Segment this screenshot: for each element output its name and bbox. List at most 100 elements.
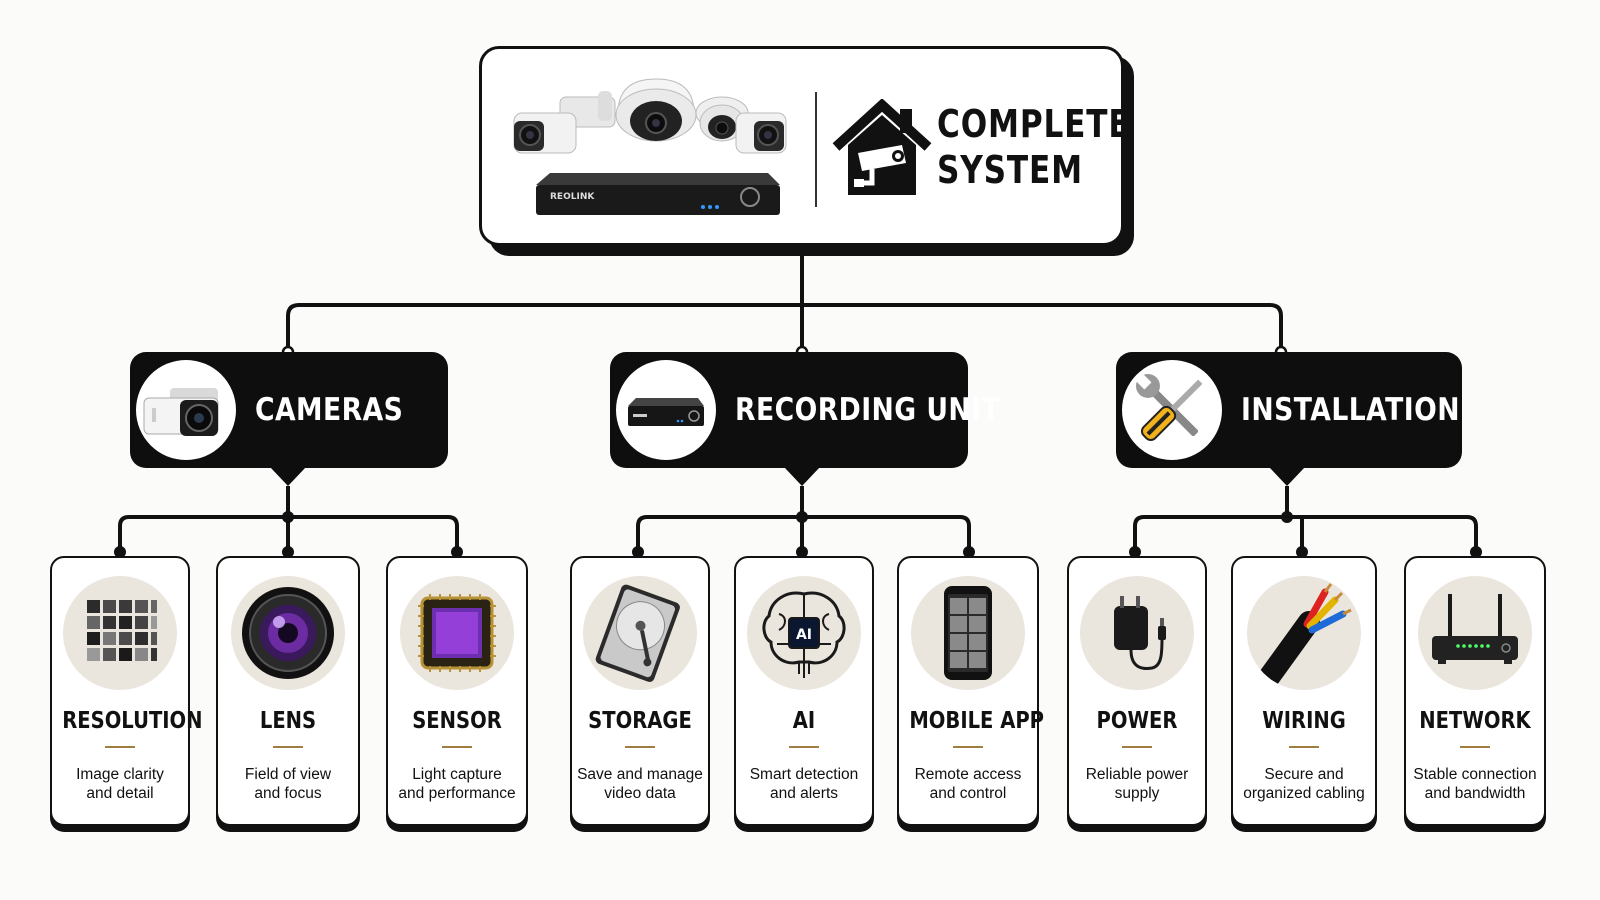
item-desc-line2: and control: [903, 784, 1033, 803]
item-title: POWER: [1079, 708, 1195, 734]
item-description: Reliable power supply: [1073, 765, 1201, 803]
item-card-storage: STORAGE Save and manage video data: [570, 556, 710, 826]
connector-dot: [796, 511, 808, 523]
item-title: AI: [746, 708, 862, 734]
camera-kit-image: REOLINK: [510, 73, 800, 223]
item-desc-line1: Light capture: [392, 765, 522, 784]
item-description: Smart detection and alerts: [740, 765, 868, 803]
pixel-grid-icon: [63, 576, 177, 690]
item-icon-circle: [1080, 576, 1194, 690]
connector-dot: [1281, 511, 1293, 523]
item-description: Field of view and focus: [222, 765, 354, 803]
item-card-network: NETWORK Stable connection and bandwidth: [1404, 556, 1546, 826]
category-icon-circle: [1122, 360, 1222, 460]
tools-icon: [1122, 360, 1222, 460]
item-rule: [953, 746, 983, 748]
item-icon-circle: [911, 576, 1025, 690]
hard-drive-icon: [583, 576, 697, 690]
item-desc-line2: and bandwidth: [1410, 784, 1540, 803]
item-title: WIRING: [1244, 708, 1365, 734]
cable-icon: [1247, 576, 1361, 690]
item-description: Save and manage video data: [576, 765, 704, 803]
camera-lens-icon: [231, 576, 345, 690]
item-icon-circle: [583, 576, 697, 690]
ai-badge: AI: [796, 627, 812, 643]
ai-brain-icon: AI: [747, 576, 861, 690]
category-notch: [784, 467, 820, 486]
item-icon-circle: [231, 576, 345, 690]
item-card-ai: AI AI Smart detection and alerts: [734, 556, 874, 826]
category-label: INSTALLATION: [1241, 352, 1460, 468]
item-rule: [625, 746, 655, 748]
category-label: CAMERAS: [255, 352, 403, 468]
category-label: RECORDING UNIT: [735, 352, 1000, 468]
item-desc-line1: Image clarity: [56, 765, 184, 784]
image-sensor-icon: [400, 576, 514, 690]
item-rule: [442, 746, 472, 748]
item-desc-line2: and detail: [56, 784, 184, 803]
category-cameras: CAMERAS: [130, 352, 448, 468]
item-icon-circle: [400, 576, 514, 690]
house-camera-icon: [832, 99, 932, 199]
item-rule: [273, 746, 303, 748]
power-adapter-icon: [1080, 576, 1194, 690]
item-title: SENSOR: [398, 708, 515, 734]
item-title: NETWORK: [1416, 708, 1533, 734]
item-desc-line1: Remote access: [903, 765, 1033, 784]
connector-installation: [1135, 486, 1476, 556]
root-divider: [815, 92, 817, 207]
connector-root-bus: [288, 305, 1281, 352]
item-desc-line1: Stable connection: [1410, 765, 1540, 784]
bullet-camera-icon: [514, 91, 615, 153]
bullet-camera-icon: [736, 113, 786, 153]
item-desc-line2: video data: [576, 784, 704, 803]
item-description: Image clarity and detail: [56, 765, 184, 803]
category-recording-unit: RECORDING UNIT: [610, 352, 968, 468]
item-card-mobile-app: MOBILE APP Remote access and control: [897, 556, 1039, 826]
category-notch: [270, 467, 306, 486]
item-description: Light capture and performance: [392, 765, 522, 803]
item-description: Remote access and control: [903, 765, 1033, 803]
nvr-icon: [616, 360, 716, 460]
item-card-power: POWER Reliable power supply: [1067, 556, 1207, 826]
item-card-wiring: WIRING Secure and organized cabling: [1231, 556, 1377, 826]
item-card-lens: LENS Field of view and focus: [216, 556, 360, 826]
item-desc-line1: Field of view: [222, 765, 354, 784]
item-rule: [789, 746, 819, 748]
item-title: STORAGE: [582, 708, 698, 734]
item-rule: [1460, 746, 1490, 748]
root-title: COMPLETE SYSTEM: [937, 101, 1093, 193]
item-desc-line2: and alerts: [740, 784, 868, 803]
item-description: Secure and organized cabling: [1237, 765, 1371, 803]
item-card-sensor: SENSOR Light capture and performance: [386, 556, 528, 826]
item-rule: [105, 746, 135, 748]
root-title-line1: COMPLETE: [937, 101, 1093, 147]
complete-system-node: REOLINK COMPLETE SYSTEM: [479, 46, 1124, 246]
item-icon-circle: [1418, 576, 1532, 690]
category-icon-circle: [616, 360, 716, 460]
nvr-brand-label: REOLINK: [550, 192, 595, 202]
item-desc-line1: Reliable power: [1073, 765, 1201, 784]
item-icon-circle: AI: [747, 576, 861, 690]
item-desc-line2: and focus: [222, 784, 354, 803]
smartphone-icon: [911, 576, 1025, 690]
item-icon-circle: [63, 576, 177, 690]
item-desc-line2: and performance: [392, 784, 522, 803]
item-desc-line1: Secure and: [1237, 765, 1371, 784]
root-title-line2: SYSTEM: [937, 147, 1093, 193]
item-rule: [1122, 746, 1152, 748]
item-desc-line1: Smart detection: [740, 765, 868, 784]
category-notch: [1269, 467, 1305, 486]
item-desc-line1: Save and manage: [576, 765, 704, 784]
connector-dot: [282, 511, 294, 523]
item-desc-line2: organized cabling: [1237, 784, 1371, 803]
item-title: MOBILE APP: [909, 708, 1026, 734]
category-installation: INSTALLATION: [1116, 352, 1462, 468]
item-rule: [1289, 746, 1319, 748]
dome-camera-icon: [616, 79, 696, 141]
item-icon-circle: [1247, 576, 1361, 690]
bullet-camera-icon: [136, 360, 236, 460]
item-card-resolution: RESOLUTION Image clarity and detail: [50, 556, 190, 826]
item-title: LENS: [229, 708, 348, 734]
item-description: Stable connection and bandwidth: [1410, 765, 1540, 803]
